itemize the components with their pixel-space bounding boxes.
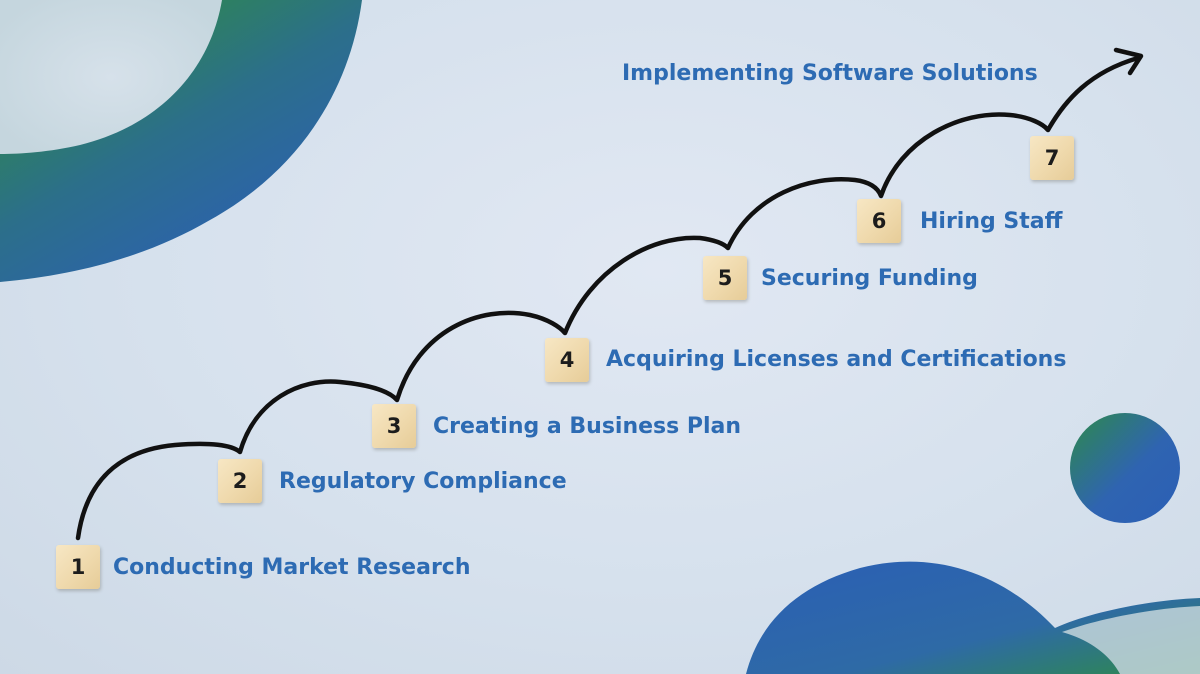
- step-number-tile: 6: [857, 199, 901, 243]
- step-number-tile: 3: [372, 404, 416, 448]
- step-number-tile: 2: [218, 459, 262, 503]
- arrow-head-icon: [1113, 47, 1144, 76]
- step-label: Hiring Staff: [920, 209, 1063, 234]
- bottom-right-blob: [746, 561, 1200, 674]
- step-number-tile: 5: [703, 256, 747, 300]
- bottom-right-inner: [1062, 606, 1200, 674]
- step-label: Implementing Software Solutions: [622, 61, 1038, 86]
- step-number-tile: 7: [1030, 136, 1074, 180]
- step-label: Acquiring Licenses and Certifications: [606, 347, 1067, 372]
- progress-curve: [75, 55, 1141, 541]
- step-number-tile: 4: [545, 338, 589, 382]
- step-label: Conducting Market Research: [113, 555, 471, 580]
- top-left-inner: [0, 0, 222, 154]
- right-circle: [1070, 413, 1180, 523]
- step-label: Creating a Business Plan: [433, 414, 742, 439]
- step-number-tile: 1: [56, 545, 100, 589]
- step-label: Securing Funding: [761, 266, 978, 291]
- step-label: Regulatory Compliance: [279, 469, 567, 494]
